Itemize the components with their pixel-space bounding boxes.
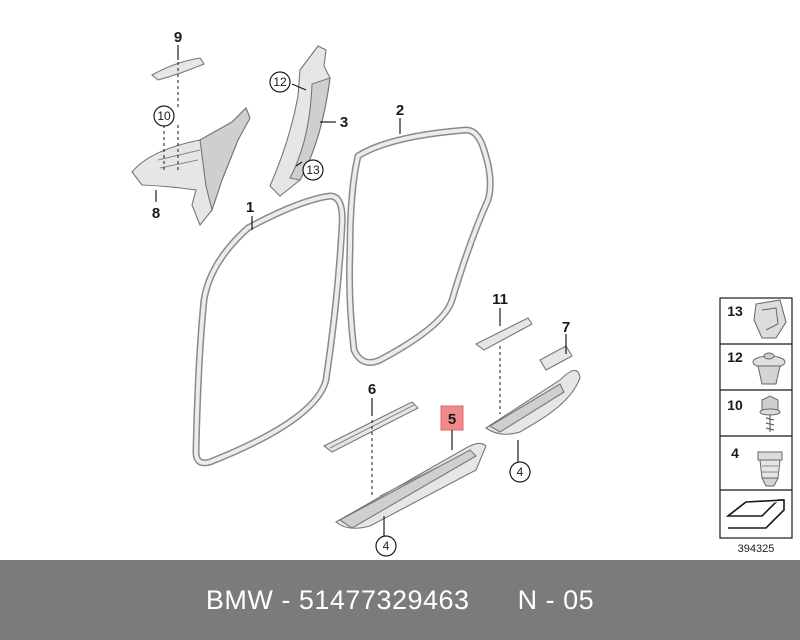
circled-13: 13: [306, 163, 320, 177]
part-5-door-sill-plate: [335, 442, 487, 529]
diagram-canvas: 9 8 10 12 3 13 1 2 6: [131, 29, 793, 557]
part-number: 51477329463: [298, 584, 470, 615]
push-rivet-icon: [752, 352, 786, 385]
clip-icon: [753, 299, 787, 339]
part-11-sill-strip: [474, 317, 533, 351]
part-1-front-door-seal: [192, 192, 346, 467]
drawing-reference: 394325: [738, 543, 775, 555]
callout-7: 7: [562, 319, 570, 336]
callout-5: 5: [448, 411, 456, 428]
part-2-rear-door-seal: [346, 126, 494, 366]
legend-label-4: 4: [731, 445, 739, 461]
spacer: [470, 585, 518, 616]
circled-12: 12: [273, 75, 287, 89]
legend-label-13: 13: [727, 303, 743, 319]
circled-4-front: 4: [383, 539, 390, 553]
brand-label: BMW: [205, 584, 274, 615]
callout-6: 6: [368, 381, 376, 398]
arrow-icon: [725, 499, 785, 529]
part-8-pillar-trim: [131, 107, 251, 227]
fastener-legend: 13 12 10 4: [719, 297, 793, 539]
position-code: N - 05: [517, 584, 595, 615]
expanding-nut-icon: [757, 451, 783, 487]
parts-diagram: 9 8 10 12 3 13 1 2 6: [131, 29, 793, 557]
legend-label-10: 10: [727, 397, 743, 413]
separator: -: [273, 584, 299, 615]
screw-icon: [759, 395, 781, 432]
callout-1: 1: [246, 199, 254, 216]
callout-8: 8: [152, 205, 160, 222]
part-3-a-pillar-trim: [269, 45, 331, 197]
callout-9: 9: [174, 29, 182, 46]
circled-4-rear: 4: [517, 465, 524, 479]
part-6-sill-strip: [322, 401, 419, 453]
callout-3: 3: [340, 114, 348, 131]
callout-2: 2: [396, 102, 404, 119]
callout-11: 11: [492, 291, 508, 308]
circled-10: 10: [157, 109, 171, 123]
legend-label-12: 12: [727, 349, 743, 365]
footer-bar: BMW - 51477329463 N - 05: [0, 560, 800, 640]
part-7-rear-sill-plate: [485, 345, 581, 435]
